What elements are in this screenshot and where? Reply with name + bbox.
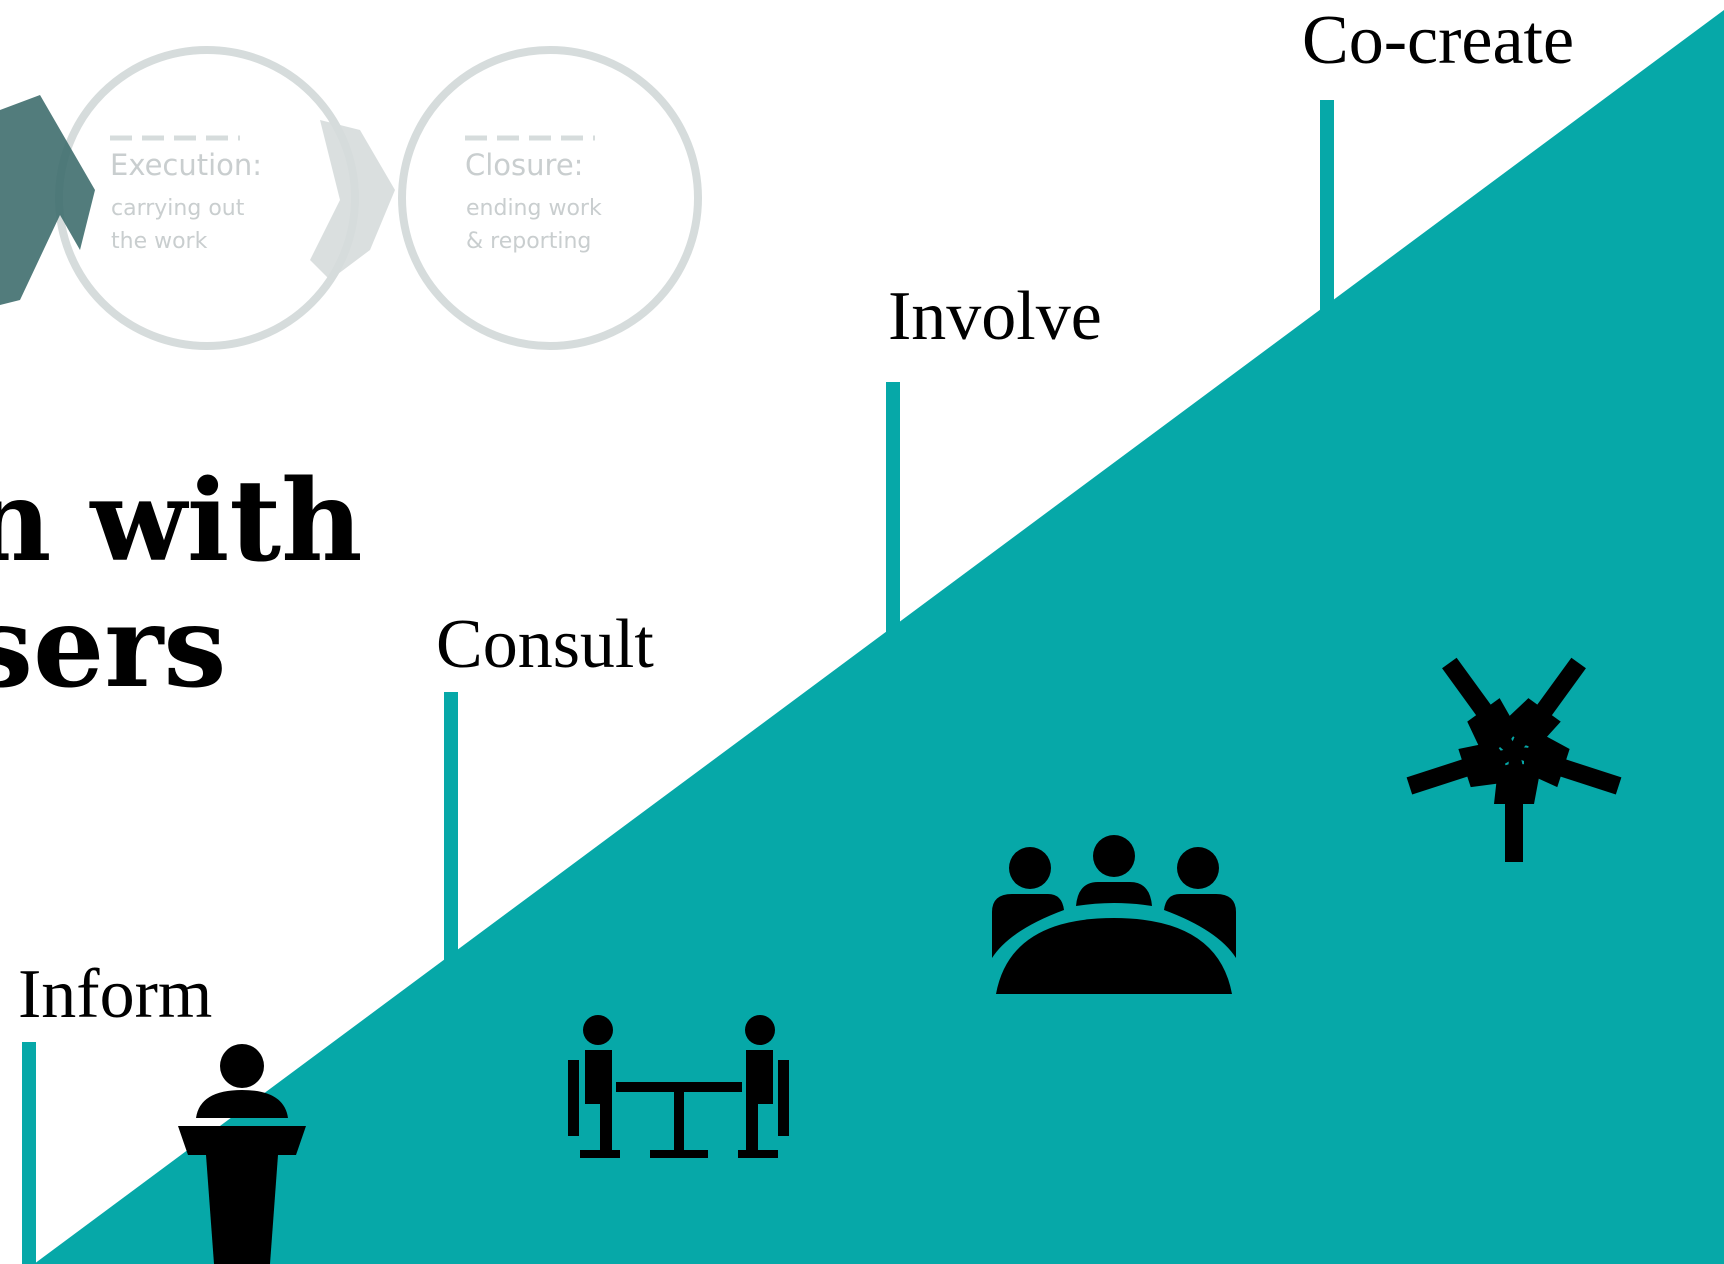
process-graphic — [0, 46, 702, 350]
execution-desc-line: the work — [111, 229, 208, 254]
group-meeting-icon — [992, 835, 1236, 994]
cocreate-pole — [1320, 100, 1334, 1264]
execution-desc-line: carrying out — [111, 196, 245, 221]
execution-title: Execution: — [110, 148, 263, 182]
brush-cross-faded-icon — [310, 120, 395, 280]
stage-label-consult: Consult — [436, 606, 654, 683]
heading-line-2: sers — [0, 582, 227, 713]
joined-hands-icon — [1406, 657, 1622, 862]
inform-pole — [22, 1042, 36, 1264]
speaker-podium-icon — [178, 1044, 306, 1264]
consult-pole — [444, 692, 458, 1264]
two-people-table-icon — [568, 1015, 789, 1158]
closure-desc-line: ending work — [466, 196, 602, 221]
stage-label-cocreate: Co-create — [1302, 2, 1575, 79]
closure-description: ending work & reporting — [466, 192, 602, 258]
closure-circle — [398, 46, 702, 350]
heading-line-1: n with — [0, 456, 363, 587]
stage-label-involve: Involve — [888, 278, 1102, 355]
closure-desc-line: & reporting — [466, 229, 592, 254]
closure-title: Closure: — [465, 148, 584, 182]
stage-label-inform: Inform — [18, 956, 213, 1033]
involve-pole — [886, 382, 900, 1264]
execution-description: carrying out the work — [111, 192, 244, 258]
engagement-slope — [34, 10, 1724, 1264]
brush-cross-icon — [0, 95, 95, 305]
